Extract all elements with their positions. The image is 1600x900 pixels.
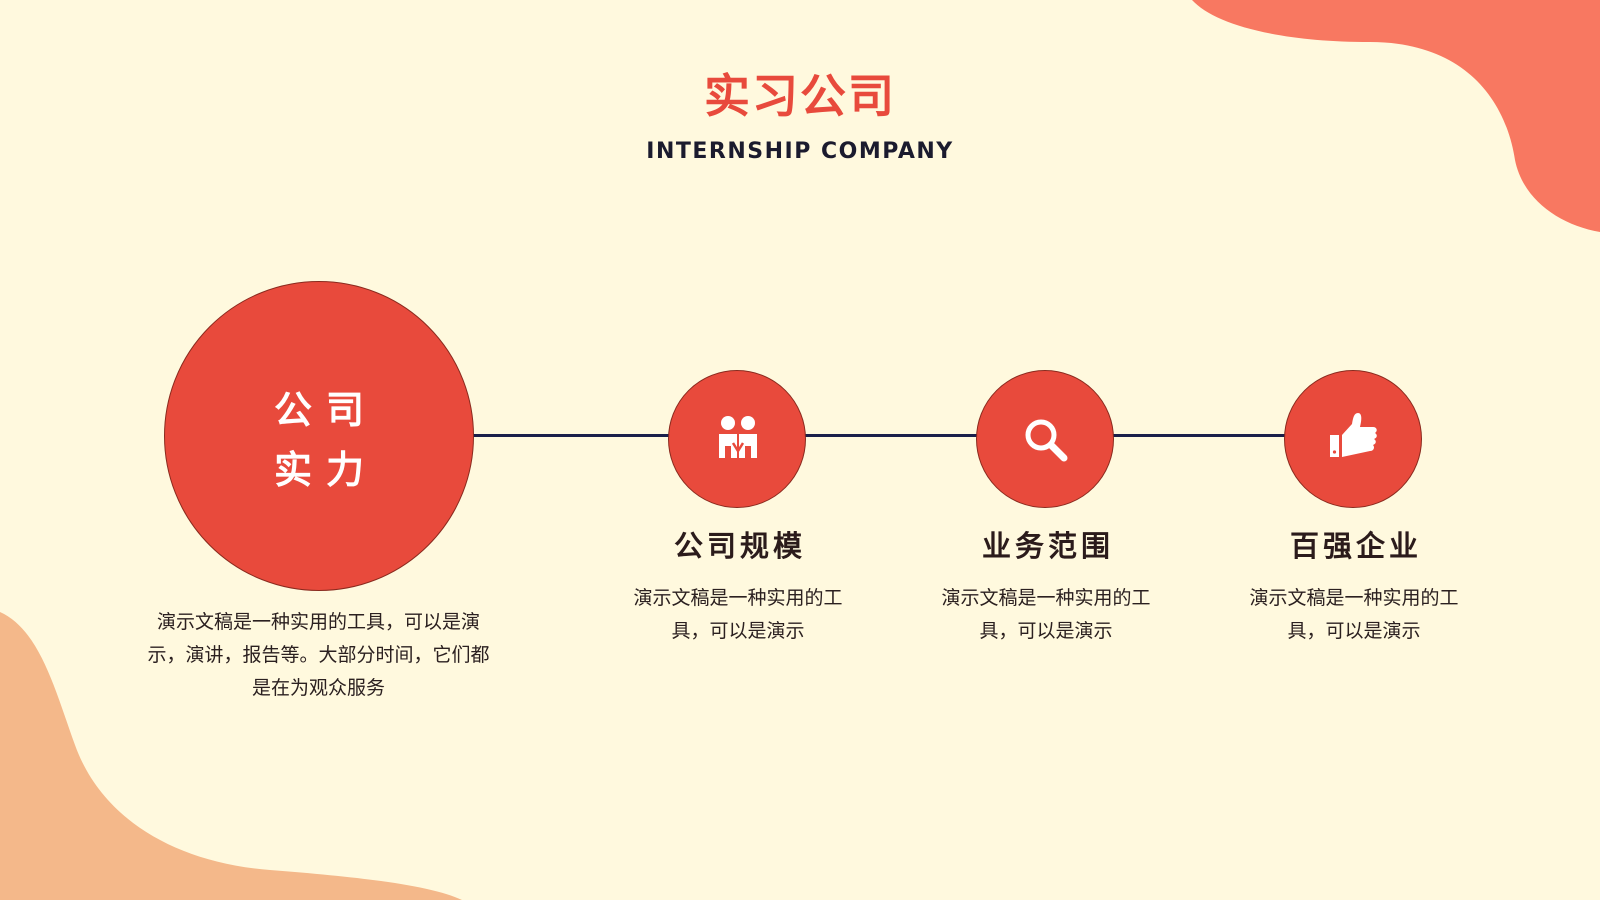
step-description: 演示文稿是一种实用的工具，可以是演示 (633, 587, 843, 642)
step-company-scale: 公司规模 演示文稿是一种实用的工具，可以是演示 (618, 370, 858, 670)
top-right-blob (1192, 0, 1600, 232)
step-top-enterprise: 百强企业 演示文稿是一种实用的工具，可以是演示 (1234, 370, 1474, 670)
step-title: 业务范围 (981, 529, 1114, 563)
main-circle-label: 公司 实力 (165, 380, 473, 500)
page-title: 实习公司 (704, 69, 896, 123)
people-icon (719, 416, 757, 458)
step-business-scope: 业务范围 演示文稿是一种实用的工具，可以是演示 (926, 370, 1166, 670)
main-circle-line2: 实力 (273, 448, 378, 492)
step-title: 公司规模 (673, 529, 806, 563)
main-description: 演示文稿是一种实用的工具，可以是演示，演讲，报告等。大部分时间，它们都是在为观众… (147, 611, 490, 699)
thumbs-up-icon (1330, 413, 1377, 457)
search-icon (1025, 419, 1068, 462)
step-description: 演示文稿是一种实用的工具，可以是演示 (1249, 587, 1459, 642)
step-circle (668, 370, 806, 508)
connector-line (470, 434, 1290, 437)
bottom-left-blob (0, 612, 462, 900)
main-circle-line1: 公司 (273, 388, 378, 432)
step-description: 演示文稿是一种实用的工具，可以是演示 (941, 587, 1151, 642)
step-title: 百强企业 (1289, 529, 1422, 563)
step-circle (1284, 370, 1422, 508)
page-subtitle: INTERNSHIP COMPANY (646, 139, 954, 164)
step-circle (976, 370, 1114, 508)
main-circle: 公司 实力 (164, 281, 474, 591)
